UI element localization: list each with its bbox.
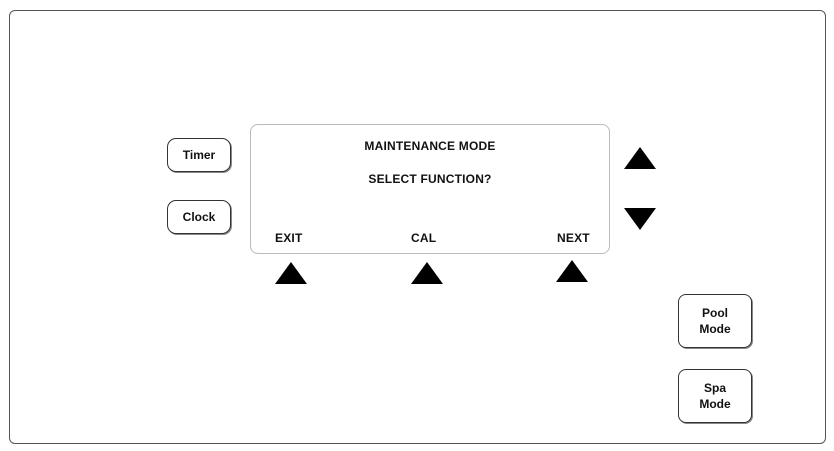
- next-softkey-triangle-up-icon[interactable]: [556, 260, 588, 282]
- down-arrow-triangle-down-icon[interactable]: [624, 208, 656, 230]
- lcd-display: MAINTENANCE MODE SELECT FUNCTION? EXIT C…: [250, 124, 610, 254]
- timer-button[interactable]: Timer: [167, 138, 231, 172]
- softkey-label-next: NEXT: [557, 231, 590, 245]
- display-line-1: MAINTENANCE MODE: [364, 139, 496, 153]
- cal-softkey-triangle-up-icon[interactable]: [411, 262, 443, 284]
- softkey-label-cal: CAL: [411, 231, 437, 245]
- pool-mode-button[interactable]: Pool Mode: [678, 294, 752, 348]
- spa-mode-label-line2: Mode: [699, 397, 731, 411]
- up-arrow-triangle-up-icon[interactable]: [624, 147, 656, 169]
- clock-button-label: Clock: [182, 210, 216, 224]
- spa-mode-label-line1: Spa: [703, 381, 726, 395]
- timer-button-label: Timer: [182, 148, 216, 162]
- exit-softkey-triangle-up-icon[interactable]: [275, 262, 307, 284]
- clock-button[interactable]: Clock: [167, 200, 231, 234]
- pool-mode-label-line1: Pool: [702, 306, 728, 320]
- softkey-label-exit: EXIT: [275, 231, 303, 245]
- display-line-2: SELECT FUNCTION?: [368, 172, 492, 186]
- pool-mode-label-line2: Mode: [699, 322, 731, 336]
- spa-mode-button[interactable]: Spa Mode: [678, 369, 752, 423]
